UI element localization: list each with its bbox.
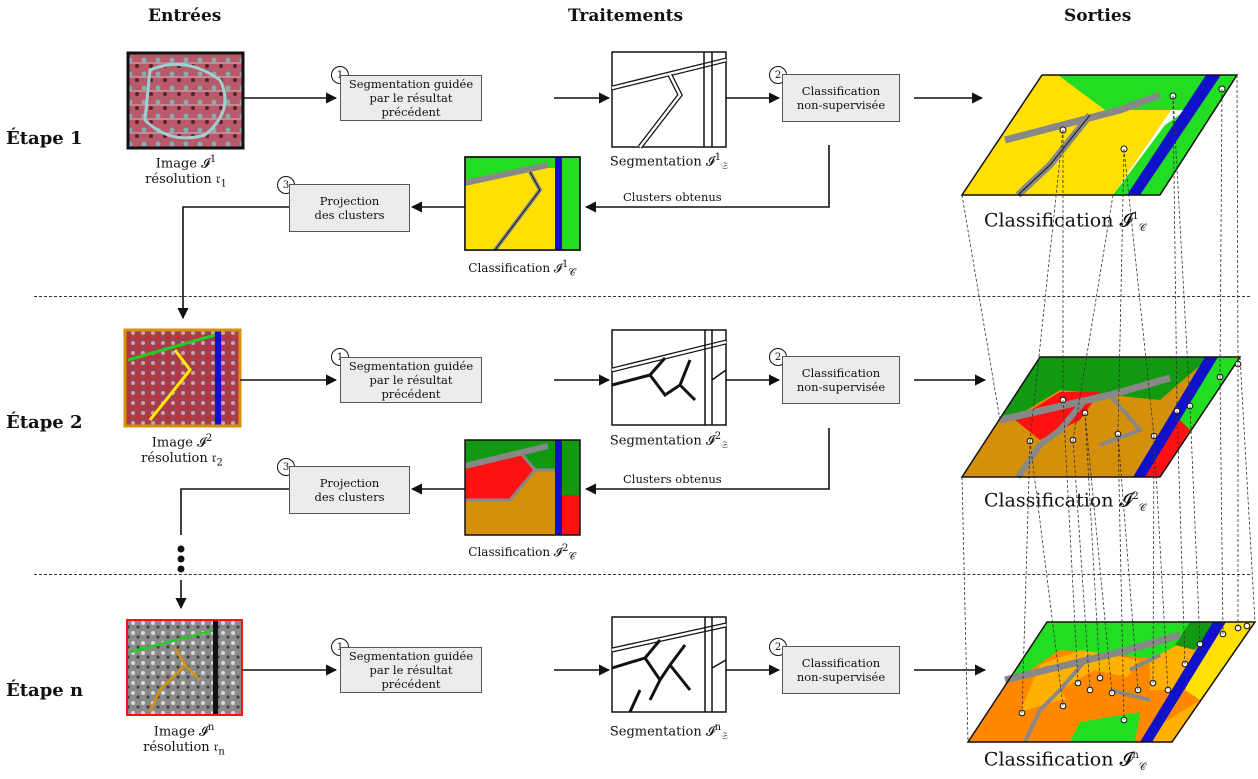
caption-sub: 2	[216, 457, 223, 469]
step1-output-map	[960, 74, 1239, 198]
step2-image-caption: Image 𝓘2 résolution 𝔯2	[127, 431, 237, 472]
caption-text: Classification 𝓘	[983, 489, 1133, 512]
segmentation-line2: par le résultat précédent	[369, 373, 453, 401]
stepn-classification-box: Classification non-supervisée	[782, 646, 900, 694]
step2-classification-image	[464, 439, 581, 536]
segmentation-line1: Segmentation guidée	[348, 359, 474, 373]
projection-line2: des clusters	[314, 208, 385, 222]
caption-text: résolution 𝔯	[145, 172, 221, 188]
caption-sub: 𝒞	[1138, 762, 1147, 774]
segmentation-line2: par le résultat précédent	[369, 663, 453, 691]
stepn-image-caption: Image 𝓘n résolution 𝔯n	[129, 720, 239, 761]
classification-line1: Classification	[801, 366, 881, 380]
caption-text: Segmentation 𝓘	[609, 154, 715, 170]
outputs-header: Sorties	[1064, 6, 1132, 26]
caption-sub: 𝒞	[1138, 503, 1147, 515]
step1-classification-caption: Classification 𝓘1𝒞	[460, 257, 584, 281]
step1-segmentation-box: Segmentation guidée par le résultat préc…	[340, 75, 482, 121]
caption-sup: n	[207, 722, 215, 733]
stepn-segmentation-caption: Segmentation 𝓘n𝔖	[602, 720, 736, 745]
classification-line2: non-supervisée	[796, 380, 886, 394]
step1-classification-image	[464, 156, 581, 252]
caption-sup: 2	[205, 433, 213, 444]
step1-segmentation-image	[611, 51, 727, 149]
caption-text: résolution 𝔯	[141, 451, 217, 467]
segmentation-line1: Segmentation guidée	[348, 649, 474, 663]
step1-clusters-label: Clusters obtenus	[623, 190, 722, 204]
caption-sub: 𝔖	[721, 439, 729, 451]
caption-text: Segmentation 𝓘	[609, 724, 715, 740]
projection-line1: Projection	[319, 476, 380, 490]
caption-text: résolution 𝔯	[143, 740, 219, 756]
classification-line1: Classification	[801, 84, 881, 98]
stepn-segmentation-box: Segmentation guidée par le résultat préc…	[340, 647, 482, 693]
segmentation-line2: par le résultat précédent	[369, 91, 453, 119]
caption-sub: n	[218, 746, 225, 758]
step2-segmentation-image	[611, 329, 727, 426]
stepn-output-caption: Classification 𝓘n𝒞	[975, 745, 1155, 779]
step2-output-map	[960, 356, 1242, 479]
caption-text: Classification 𝓘	[983, 209, 1133, 232]
step1-output-caption: Classification 𝓘1𝒞	[975, 206, 1155, 240]
separator-2	[34, 574, 1250, 575]
caption-sup: 1	[714, 152, 722, 163]
caption-sub: 𝔖	[721, 160, 729, 172]
step2-projection-box: Projection des clusters	[289, 466, 410, 514]
step2-input-image	[123, 328, 242, 428]
step1-input-image	[126, 51, 245, 150]
caption-sup: 2	[714, 431, 722, 442]
step2-classification-caption: Classification 𝓘2𝒞	[460, 541, 584, 565]
caption-text: Segmentation 𝓘	[609, 433, 715, 449]
step2-classification-box: Classification non-supervisée	[782, 356, 900, 404]
caption-sup: 1	[1132, 211, 1139, 222]
projection-line1: Projection	[319, 194, 380, 208]
caption-sup: n	[714, 722, 722, 733]
step1-projection-box: Projection des clusters	[289, 184, 410, 232]
segmentation-line1: Segmentation guidée	[348, 77, 474, 91]
caption-text: Classification 𝓘	[468, 545, 563, 559]
caption-sub: 𝒞	[568, 267, 576, 279]
caption-sup: n	[1132, 750, 1139, 761]
step2-output-caption: Classification 𝓘2𝒞	[975, 486, 1155, 520]
caption-sub: 𝔖	[721, 730, 729, 742]
step1-segmentation-caption: Segmentation 𝓘1𝔖	[602, 150, 736, 175]
caption-sub: 𝒞	[568, 551, 576, 563]
step2-segmentation-box: Segmentation guidée par le résultat préc…	[340, 357, 482, 403]
step1-classification-box: Classification non-supervisée	[782, 74, 900, 122]
separator-1	[34, 296, 1250, 297]
caption-text: Image 𝓘	[153, 724, 208, 740]
step2-clusters-label: Clusters obtenus	[623, 472, 722, 486]
caption-text: Image 𝓘	[151, 435, 206, 451]
caption-sup: 1	[562, 259, 569, 270]
caption-text: Classification 𝓘	[468, 261, 563, 275]
caption-sup: 2	[1132, 491, 1139, 502]
caption-sup: 1	[209, 154, 217, 165]
step-2-label: Étape 2	[6, 412, 83, 433]
classification-line2: non-supervisée	[796, 98, 886, 112]
classification-line2: non-supervisée	[796, 670, 886, 684]
stepn-input-image	[126, 619, 243, 716]
classification-line1: Classification	[801, 656, 881, 670]
caption-sup: 2	[562, 543, 569, 554]
processing-header: Traitements	[568, 6, 684, 26]
step-n-label: Étape n	[6, 680, 84, 701]
step1-image-caption: Image 𝓘1 résolution 𝔯1	[131, 152, 241, 193]
step-1-label: Étape 1	[6, 128, 83, 149]
stepn-output-map	[966, 621, 1257, 743]
projection-line2: des clusters	[314, 490, 385, 504]
caption-sub: 1	[220, 178, 227, 190]
caption-text: Image 𝓘	[155, 156, 210, 172]
correspondence-lines	[961, 74, 1256, 743]
caption-text: Classification 𝓘	[983, 748, 1133, 771]
inputs-header: Entrées	[148, 6, 222, 26]
caption-sub: 𝒞	[1138, 223, 1147, 235]
step2-segmentation-caption: Segmentation 𝓘2𝔖	[602, 429, 736, 454]
stepn-segmentation-image	[611, 616, 727, 713]
